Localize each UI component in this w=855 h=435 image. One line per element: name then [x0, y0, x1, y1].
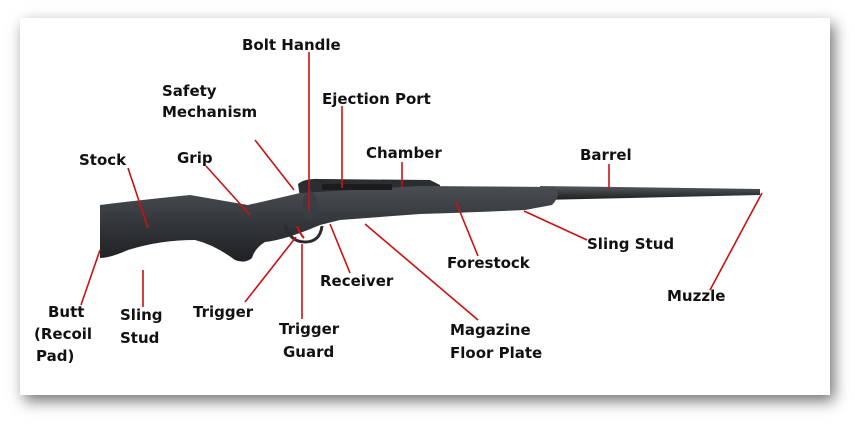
label-trigger-guard-line2: Guard	[283, 343, 334, 361]
label-sling-rear-line2: Stud	[120, 329, 159, 347]
bolt-handle-shape	[302, 190, 319, 220]
leader-grip	[205, 165, 251, 216]
label-trigger-guard-line1: Trigger	[279, 320, 340, 338]
leader-safety	[254, 139, 295, 191]
label-grip: Grip	[177, 149, 213, 167]
barrel-shape	[540, 186, 760, 200]
label-trigger: Trigger	[193, 303, 254, 321]
label-muzzle: Muzzle	[667, 287, 725, 305]
leader-lines	[80, 52, 763, 321]
leader-stock	[127, 167, 149, 229]
label-magazine-line1: Magazine	[450, 321, 531, 339]
leader-muzzle	[709, 192, 763, 291]
leader-forestock	[455, 201, 479, 257]
label-ejection-port: Ejection Port	[322, 90, 431, 108]
label-safety-line2: Mechanism	[162, 103, 257, 121]
label-safety-line1: Safety	[162, 82, 217, 100]
ejection-port-shape	[322, 184, 392, 190]
rifle-illustration	[100, 178, 760, 262]
label-butt-line3: Pad)	[36, 347, 74, 365]
label-butt-line1: Butt	[48, 303, 84, 321]
leader-trigger	[244, 236, 297, 303]
label-bolt-handle: Bolt Handle	[242, 36, 341, 54]
trigger-guard-shape	[283, 224, 324, 244]
stock-shape	[100, 186, 558, 262]
label-forestock: Forestock	[447, 254, 531, 272]
leader-sling-stud-front	[523, 210, 588, 241]
label-chamber: Chamber	[366, 144, 442, 162]
label-stock: Stock	[79, 151, 127, 169]
part-labels: Bolt Handle Safety Mechanism Ejection Po…	[34, 36, 725, 365]
label-sling-stud-front: Sling Stud	[587, 235, 674, 253]
label-sling-rear-line1: Sling	[120, 306, 163, 324]
leader-magazine	[364, 223, 479, 321]
leader-receiver	[329, 223, 351, 274]
label-barrel: Barrel	[580, 146, 632, 164]
leader-butt	[80, 249, 101, 306]
label-receiver: Receiver	[320, 272, 394, 290]
label-butt-line2: (Recoil	[34, 325, 92, 343]
label-magazine-line2: Floor Plate	[450, 344, 542, 362]
trigger-shape	[296, 225, 305, 239]
